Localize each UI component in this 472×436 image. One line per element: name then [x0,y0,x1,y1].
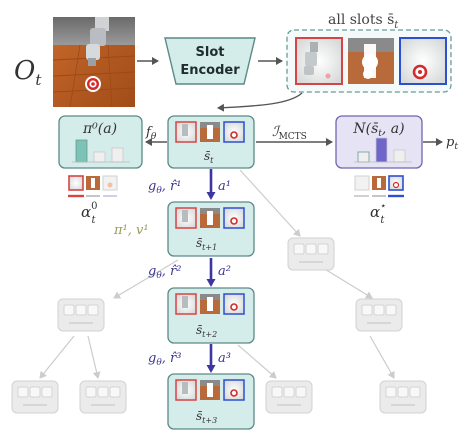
bar-mark [376,138,387,162]
edge2-a-label: a² [218,264,231,279]
state-t2-node: s̄t+2 [168,288,254,343]
mcts-label: ℐMCTS [272,124,307,142]
edge2-g-label: gθ, r̂² [148,264,181,281]
slot-1-red [296,38,342,84]
observation-image [53,17,135,107]
bar-mark [76,140,87,162]
policy-prior-label: π⁰(a) [82,121,117,137]
edge1-g-label: gθ, r̂¹ [148,179,181,196]
observation-label: Ot [14,56,42,89]
edge1-a-label: a¹ [218,179,231,194]
state-t1-node: s̄t+1 [168,202,254,256]
ghost-node [58,299,104,331]
alpha0-attention [68,176,117,196]
bar-mark [112,148,123,162]
all-slots-label: all slots s̄t [328,12,399,31]
f-theta-label: fθ [145,125,157,142]
edge3-g-label: gθ, r̂³ [148,351,181,368]
pi1-v1-label: π¹, v¹ [113,223,149,238]
ghost-node [266,381,312,413]
slot-2-background [348,38,394,84]
ghost-node [80,381,126,413]
encoder-line2: Encoder [180,63,240,78]
pt-label: pt [446,135,458,152]
root-state-node: s̄t [168,116,254,168]
bar-mark [394,150,405,162]
root-slot-bg [200,122,220,142]
ghost-node [380,381,426,413]
slots-to-root-arrow [218,93,302,108]
bar-mark [358,152,369,162]
alpha-star-label: α⋆t [370,201,386,226]
all-slots-panel [287,30,451,92]
root-slot-red [176,122,196,142]
state-t3-node: s̄t+3 [168,374,254,429]
bar-mark [94,152,105,162]
slot-3-blue [400,38,446,84]
edge3-a-label: a³ [218,351,231,366]
slot-encoder: Slot Encoder [165,38,255,84]
root-slot-blue [224,122,244,142]
encoder-line1: Slot [196,45,225,60]
ghost-node [288,238,334,270]
ghost-node [12,381,58,413]
ghost-node [356,299,402,331]
alpha-star-attention [354,176,404,196]
